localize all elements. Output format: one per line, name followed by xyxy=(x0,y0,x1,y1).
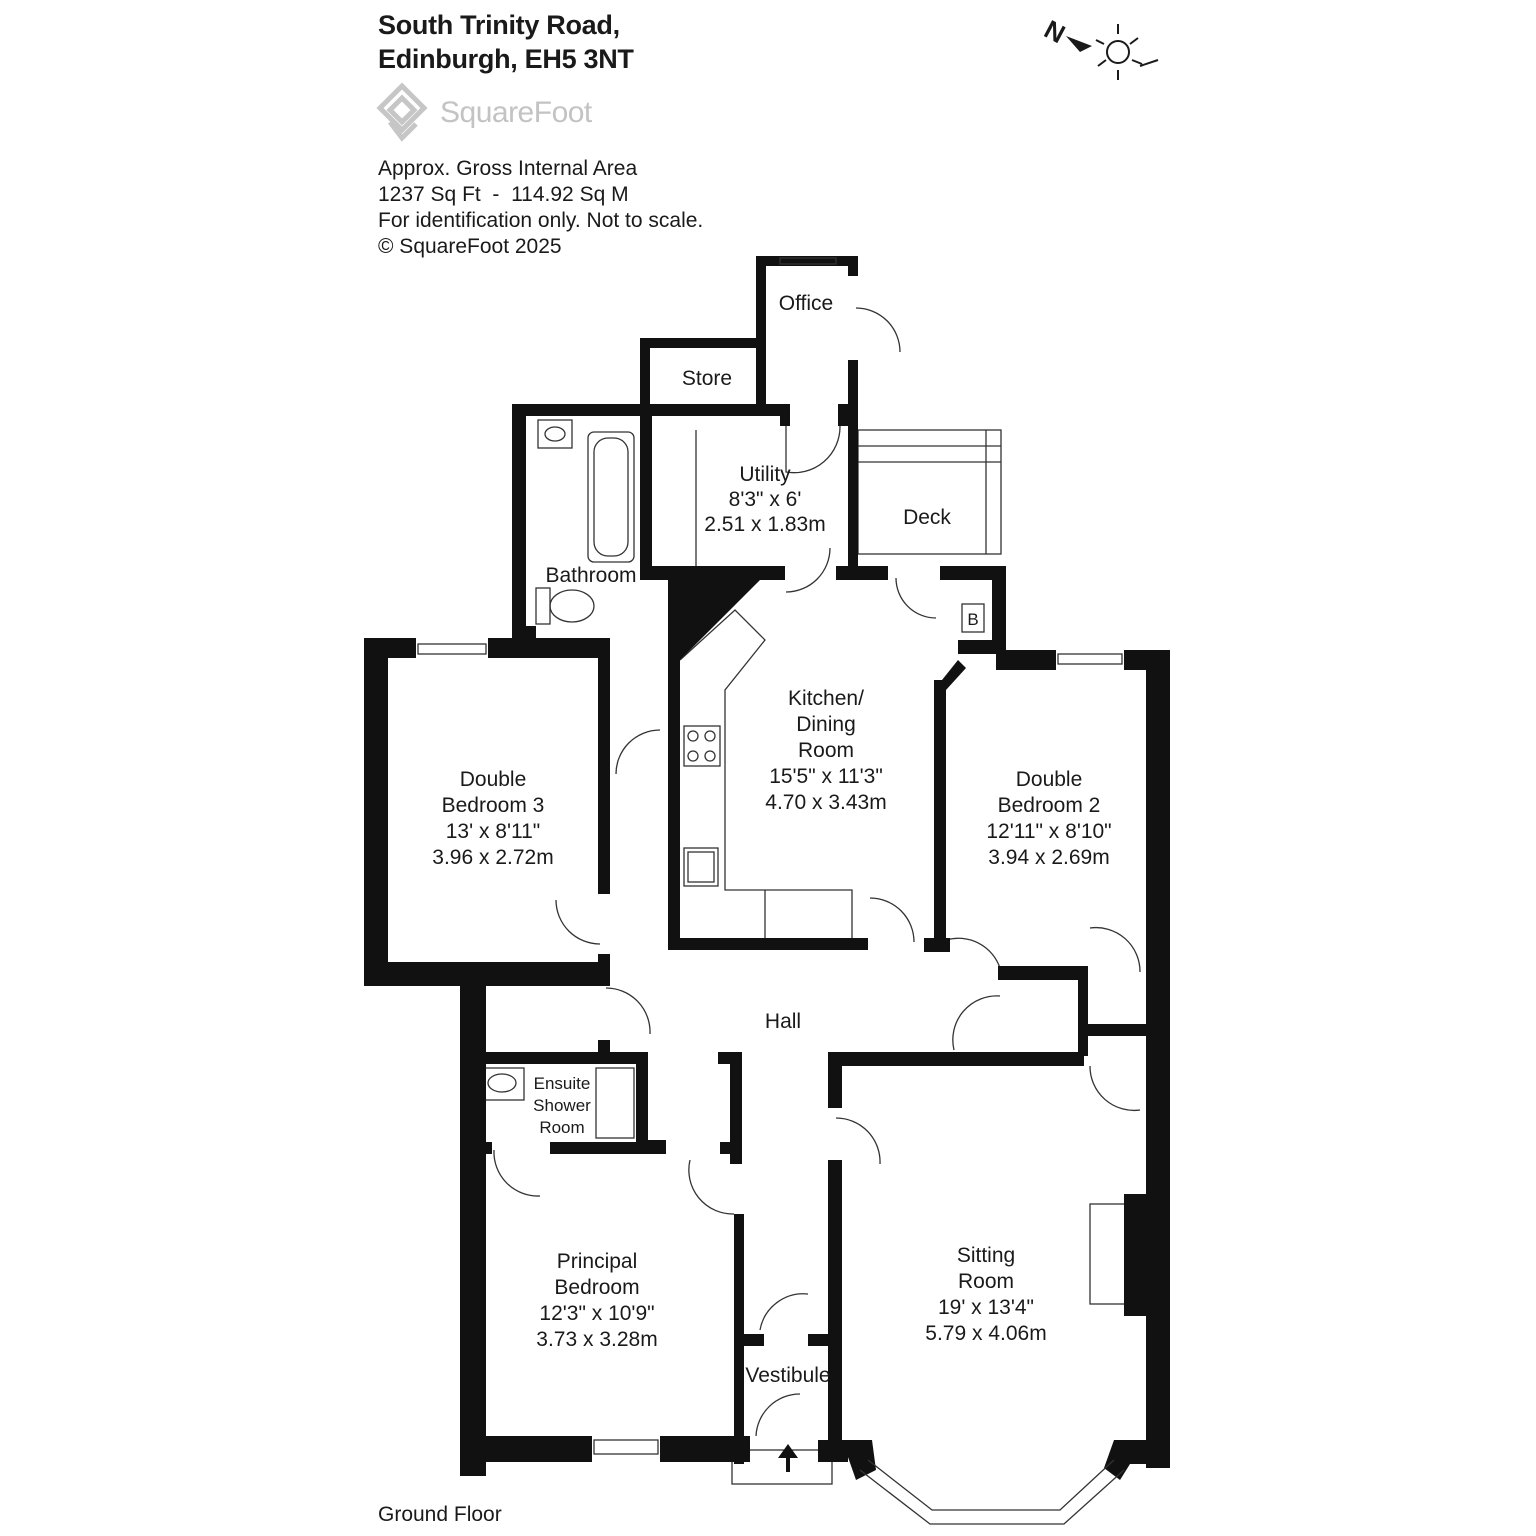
area-info: Approx. Gross Internal Area 1237 Sq Ft -… xyxy=(378,156,703,260)
info-line-4: © SquareFoot 2025 xyxy=(378,235,562,258)
ensuite-name-2: Shower xyxy=(533,1096,591,1115)
address-title: South Trinity Road, Edinburgh, EH5 3NT xyxy=(378,8,634,76)
sitting-name-1: Sitting xyxy=(957,1244,1015,1267)
logo-text: SquareFoot xyxy=(440,96,592,129)
room-office: Office xyxy=(779,292,833,315)
principal-name-2: Bedroom xyxy=(554,1276,639,1299)
room-hall: Hall xyxy=(765,1010,801,1033)
room-deck: Deck xyxy=(903,506,951,529)
address-line-1: South Trinity Road, xyxy=(378,10,620,40)
squarefoot-logo xyxy=(376,82,428,142)
sitting-name-2: Room xyxy=(958,1270,1014,1293)
bedroom2-imperial: 12'11" x 8'10" xyxy=(986,820,1111,843)
room-bathroom: Bathroom xyxy=(545,564,636,587)
hall-name: Hall xyxy=(765,1010,801,1033)
floor-label: Ground Floor xyxy=(378,1503,502,1526)
info-line-2: 1237 Sq Ft - 114.92 Sq M xyxy=(378,183,629,206)
bedroom3-metric: 3.96 x 2.72m xyxy=(432,846,553,869)
kitchen-name-3: Room xyxy=(798,739,854,762)
bedroom3-name-2: Bedroom 3 xyxy=(442,794,545,817)
entrance-arrow-icon xyxy=(778,1444,798,1472)
walls xyxy=(364,256,1170,1480)
utility-metric: 2.51 x 1.83m xyxy=(704,513,825,536)
room-double-bedroom-3: Double Bedroom 3 13' x 8'11" 3.96 x 2.72… xyxy=(432,768,553,869)
squarefoot-logo-mark-icon xyxy=(376,82,428,142)
kitchen-name-2: Dining xyxy=(796,713,856,736)
boiler-label: B xyxy=(967,610,978,629)
room-vestibule: Vestibule xyxy=(745,1364,830,1387)
bedroom2-metric: 3.94 x 2.69m xyxy=(988,846,1109,869)
ensuite-name-1: Ensuite xyxy=(534,1074,591,1093)
utility-name: Utility xyxy=(739,463,791,486)
principal-imperial: 12'3" x 10'9" xyxy=(539,1302,654,1325)
room-principal-bedroom: Principal Bedroom 12'3" x 10'9" 3.73 x 3… xyxy=(536,1250,657,1351)
boiler-cupboard: B xyxy=(961,603,985,633)
info-line-1: Approx. Gross Internal Area xyxy=(378,157,638,180)
room-store: Store xyxy=(682,367,732,390)
room-sitting: Sitting Room 19' x 13'4" 5.79 x 4.06m xyxy=(925,1244,1046,1345)
door-swings xyxy=(493,307,1141,1437)
principal-metric: 3.73 x 3.28m xyxy=(536,1328,657,1351)
vestibule-name: Vestibule xyxy=(745,1364,830,1387)
office-name: Office xyxy=(779,292,833,315)
utility-imperial: 8'3" x 6' xyxy=(729,488,802,511)
store-name: Store xyxy=(682,367,732,390)
sitting-imperial: 19' x 13'4" xyxy=(938,1296,1034,1319)
room-double-bedroom-2: Double Bedroom 2 12'11" x 8'10" 3.94 x 2… xyxy=(986,768,1111,869)
bedroom2-name-1: Double xyxy=(1016,768,1083,791)
address-line-2: Edinburgh, EH5 3NT xyxy=(378,44,634,74)
kitchen-imperial: 15'5" x 11'3" xyxy=(769,765,883,788)
ensuite-name-3: Room xyxy=(539,1118,584,1137)
sitting-metric: 5.79 x 4.06m xyxy=(925,1322,1046,1345)
info-line-3: For identification only. Not to scale. xyxy=(378,209,704,232)
principal-name-1: Principal xyxy=(557,1250,638,1273)
kitchen-metric: 4.70 x 3.43m xyxy=(765,791,886,814)
bathroom-name: Bathroom xyxy=(545,564,636,587)
room-kitchen-dining: Kitchen/ Dining Room 15'5" x 11'3" 4.70 … xyxy=(765,687,886,814)
compass-north-label: N xyxy=(1039,14,1070,49)
room-ensuite: Ensuite Shower Room xyxy=(533,1074,591,1137)
room-utility: Utility 8'3" x 6' 2.51 x 1.83m xyxy=(704,463,825,536)
bedroom2-name-2: Bedroom 2 xyxy=(998,794,1101,817)
deck-name: Deck xyxy=(903,506,951,529)
bedroom3-imperial: 13' x 8'11" xyxy=(446,820,540,843)
bay-window xyxy=(417,257,1125,1525)
kitchen-name-1: Kitchen/ xyxy=(788,687,864,710)
bedroom3-name-1: Double xyxy=(460,768,527,791)
compass-icon: N xyxy=(1039,14,1159,80)
